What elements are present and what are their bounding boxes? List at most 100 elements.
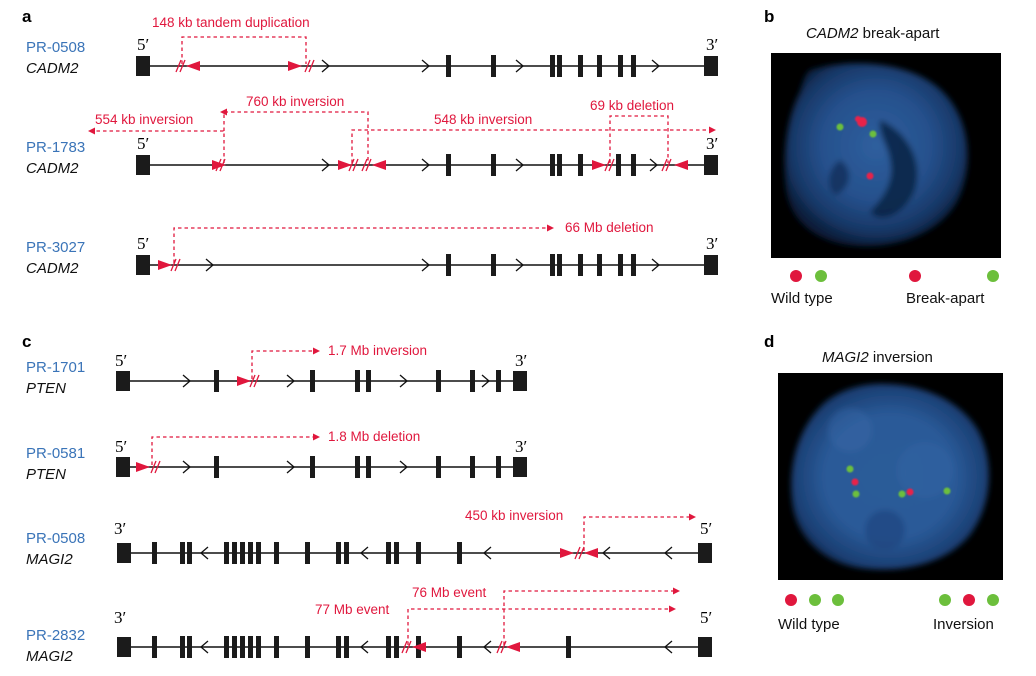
right-end-label: 3′	[706, 35, 718, 54]
right-end-label: 3′	[515, 437, 527, 456]
breakpoint-markers	[560, 546, 598, 560]
nucleus-image	[791, 383, 989, 570]
utr-block	[116, 457, 130, 477]
direction-chevrons	[200, 546, 673, 560]
sample-id: PR-0508	[26, 530, 85, 547]
right-end-label: 5′	[700, 608, 712, 627]
right-end-label: 3′	[706, 234, 718, 253]
utr-block	[704, 155, 718, 175]
fish-legend-d: Wild type Inversion	[778, 594, 999, 633]
breakpoint-markers	[136, 460, 161, 474]
event-label: 1.7 Mb inversion	[328, 343, 427, 358]
utr-block	[704, 56, 718, 76]
track-pr0581-pten: PR-0581 PTEN 5′ 3′ 1.8 Mb deletion	[26, 429, 527, 483]
exon-group	[214, 456, 501, 478]
utr-block	[136, 255, 150, 275]
event-label: 69 kb deletion	[590, 98, 674, 113]
sample-id: PR-1701	[26, 359, 85, 376]
exon-group	[446, 154, 636, 176]
sample-id: PR-2832	[26, 627, 85, 644]
legend-break-apart: Break-apart	[906, 290, 985, 307]
fish-legend-b: Wild type Break-apart	[771, 270, 999, 307]
panel-letter-c: c	[22, 332, 31, 351]
left-end-label: 5′	[115, 437, 127, 456]
direction-chevrons	[205, 258, 660, 272]
gene-name: CADM2	[26, 160, 79, 177]
utr-block	[698, 543, 712, 563]
gene-name: CADM2	[26, 260, 79, 277]
utr-block	[117, 543, 131, 563]
fish-title: MAGI2 inversion	[822, 349, 933, 366]
nucleus-image	[784, 63, 968, 247]
right-end-label: 5′	[700, 519, 712, 538]
green-probe-dot	[939, 594, 951, 606]
green-probe-dot	[987, 594, 999, 606]
event-connector	[583, 516, 692, 551]
breakpoint-markers	[158, 258, 181, 272]
gene-name: MAGI2	[26, 648, 73, 665]
fish-signals	[846, 465, 951, 498]
red-probe-dot	[909, 270, 921, 282]
legend-wild-type: Wild type	[778, 616, 840, 633]
left-end-label: 3′	[114, 519, 126, 538]
track-pr2832-magi2: PR-2832 MAGI2 3′ 5′	[26, 585, 712, 665]
panel-letter-a: a	[22, 7, 32, 26]
sample-id: PR-0581	[26, 445, 85, 462]
left-end-label: 5′	[137, 134, 149, 153]
utr-block	[698, 637, 712, 657]
utr-block	[704, 255, 718, 275]
event-label: 548 kb inversion	[434, 112, 532, 127]
panel-letter-b: b	[764, 7, 774, 26]
utr-block	[136, 155, 150, 175]
event-label: 450 kb inversion	[465, 508, 563, 523]
direction-chevrons	[200, 640, 673, 654]
fish-panel-b: CADM2 break-apart Wild type Break-apart	[771, 25, 1001, 307]
track-pr1701-pten: PR-1701 PTEN 5′ 3′ 1.7 Mb inversion	[26, 343, 527, 397]
track-pr1783-cadm2: PR-1783 CADM2 5′ 3′	[26, 94, 718, 177]
gene-name: PTEN	[26, 380, 66, 397]
event-connectors	[407, 587, 680, 645]
right-end-label: 3′	[515, 351, 527, 370]
red-probe-dot	[785, 594, 797, 606]
event-connector	[173, 227, 550, 263]
event-connector	[151, 436, 316, 465]
event-label: 76 Mb event	[412, 585, 487, 600]
event-connector	[181, 36, 307, 64]
exon-group	[446, 55, 636, 77]
fish-signals	[836, 116, 877, 180]
breakpoint-markers	[401, 640, 520, 654]
legend-inversion: Inversion	[933, 616, 994, 633]
left-end-label: 5′	[115, 351, 127, 370]
red-probe-dot	[963, 594, 975, 606]
track-pr0508-cadm2: PR-0508 CADM2 5′ 3′ 14	[26, 15, 718, 77]
event-connector	[251, 350, 316, 379]
green-probe-dot	[815, 270, 827, 282]
track-pr0508-magi2: PR-0508 MAGI2 3′ 5′	[26, 508, 712, 568]
gene-name: MAGI2	[26, 551, 73, 568]
sample-id: PR-0508	[26, 39, 85, 56]
exon-group	[446, 254, 636, 276]
left-end-label: 5′	[137, 234, 149, 253]
utr-block	[116, 371, 130, 391]
utr-block	[117, 637, 131, 657]
green-probe-dot	[809, 594, 821, 606]
utr-block	[513, 457, 527, 477]
event-label: 66 Mb deletion	[565, 220, 654, 235]
fish-title: CADM2 break-apart	[806, 25, 940, 42]
legend-wild-type: Wild type	[771, 290, 833, 307]
utr-block	[136, 56, 150, 76]
sample-id: PR-1783	[26, 139, 85, 156]
red-probe-dot	[790, 270, 802, 282]
breakpoint-markers	[175, 59, 315, 73]
direction-chevrons	[321, 59, 660, 73]
right-end-label: 3′	[706, 134, 718, 153]
event-label: 760 kb inversion	[246, 94, 344, 109]
green-probe-dot	[987, 270, 999, 282]
left-end-label: 3′	[114, 608, 126, 627]
breakpoint-markers	[237, 374, 260, 388]
exon-group	[152, 542, 462, 564]
direction-chevrons	[182, 460, 408, 474]
arrowhead	[313, 347, 320, 355]
fish-panel-d: MAGI2 inversion Wild type Inversion	[778, 349, 1003, 633]
